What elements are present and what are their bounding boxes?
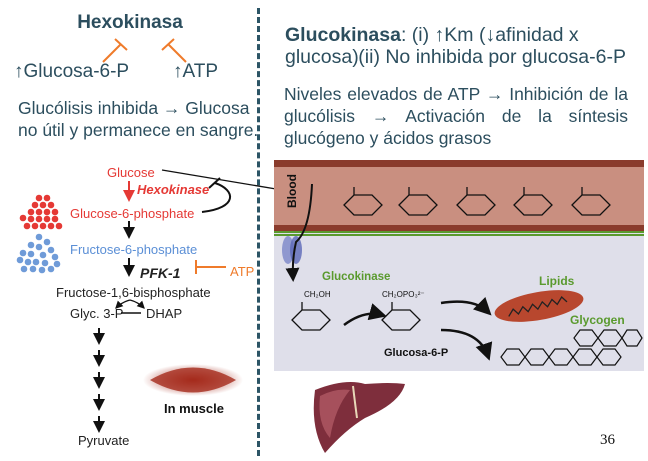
- divider: [257, 8, 260, 456]
- pathway-pfk1: PFK-1: [140, 265, 181, 281]
- inhibit-line-g6p: [102, 43, 122, 63]
- glucokinase-title: Glucokinasa: [285, 24, 401, 46]
- gk-reaction-arrow: [343, 303, 387, 327]
- glucokinase-label: Glucokinase: [322, 271, 390, 283]
- muscle-shape: [150, 367, 236, 393]
- glucose-entry-arrow: [285, 183, 313, 282]
- to-glycogen-arrow: [440, 328, 493, 361]
- hexokinase-title: Hexokinasa: [77, 12, 183, 33]
- blood-label: Blood: [285, 174, 299, 208]
- pathway-f6p: Fructose-6-phosphate: [70, 242, 198, 257]
- inhibit-bar-atp: [161, 38, 175, 51]
- liver-icon: [313, 382, 405, 453]
- pathway-graphics: [16, 169, 284, 433]
- glycogen-label: Glycogen: [570, 313, 625, 327]
- glucokinase-point-1: Glucokinasa: (i) ↑Km (↓afinidad x glucos…: [285, 24, 648, 68]
- split-arrow-right: [129, 299, 145, 309]
- glucokinase-point-2: (ii) No inhibida por glucosa-6-P: [358, 46, 626, 68]
- consequence-line-1: Glucólisis inhibida → Glucosa: [18, 98, 250, 118]
- pathway-pyruvate: Pyruvate: [78, 433, 130, 448]
- glucose-to-blood-arrow: [161, 169, 284, 193]
- feedback-curve: [201, 182, 232, 213]
- muscle-label: In muscle: [164, 401, 224, 416]
- pathway-dhap: DHAP: [146, 306, 183, 321]
- page-number: 36: [600, 432, 615, 448]
- pathway-g6p: Glucose-6-phosphate: [70, 206, 195, 221]
- pathway-hexokinase: Hexokinase: [137, 182, 210, 197]
- ch2opo3-label: CH₂OPO₃²⁻: [382, 290, 425, 299]
- lipids-label: Lipids: [539, 274, 575, 288]
- pathway-glucose: Glucose: [107, 165, 155, 180]
- to-lipids-arrow: [440, 296, 492, 316]
- feedback-bar: [208, 177, 221, 189]
- ch2oh-label: CH₂OH: [304, 290, 331, 299]
- liver-cell-diagram: Blood Glucokinase CH₂OPO₃²⁻ CH₂OH Glucos…: [274, 160, 644, 371]
- red-dots-icon: [19, 194, 63, 230]
- atp-effect-text: Niveles elevados de ATP → Inhibición de …: [284, 84, 628, 148]
- inhibitor-atp: ↑ATP: [173, 61, 219, 82]
- inhibition-arrows: [102, 38, 187, 63]
- pathway-f16bp: Fructose-1,6-bisphosphate: [56, 285, 211, 300]
- blue-dots-icon: [16, 233, 61, 274]
- pathway-atp: ATP: [230, 264, 255, 279]
- glucosa-6-p-label: Glucosa-6-P: [384, 347, 448, 359]
- glycogen-chain-icon: [500, 329, 643, 366]
- fatty-acid-chain: [508, 296, 568, 317]
- consequence-line-2: no útil y permanece en sangre.: [18, 120, 259, 140]
- pathway-glyc3p: Glyc. 3-P: [70, 306, 124, 321]
- consequence-text: Glucólisis inhibida → Glucosa no útil y …: [18, 97, 268, 141]
- split-arrow-left: [115, 299, 131, 309]
- inhibit-line-atp: [167, 43, 187, 63]
- inhibit-bar-g6p: [114, 38, 128, 51]
- blood-vessel: [274, 167, 644, 225]
- glucokinase-km: : (i) ↑Km (↓afinidad x glucosa): [285, 24, 579, 68]
- inhibitor-g6p: ↑Glucosa-6-P: [14, 61, 130, 82]
